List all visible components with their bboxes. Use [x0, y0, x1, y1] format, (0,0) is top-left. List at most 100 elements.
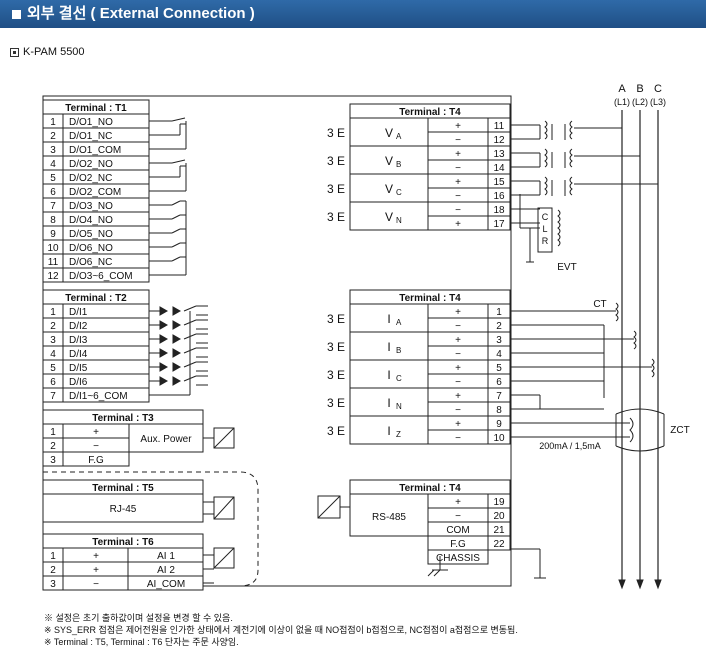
t4i-num: 10 — [493, 433, 505, 444]
t4i-pole: − — [455, 349, 461, 360]
t4i-channel-sub: N — [396, 402, 402, 411]
evt-coil-icon — [569, 176, 573, 196]
t1-contact — [171, 242, 181, 248]
t2-num: 1 — [50, 307, 56, 318]
t2-signal: D/I6 — [69, 377, 88, 388]
t4i-channel-sub: B — [396, 346, 401, 355]
t4i-pole: + — [455, 335, 461, 346]
t4i-num: 6 — [496, 377, 502, 388]
t1-num: 4 — [50, 159, 56, 170]
t4r-num: 22 — [493, 539, 505, 550]
t4v-num: 13 — [493, 149, 505, 160]
t4r-label: RS-485 — [372, 512, 406, 523]
t4v-num: 11 — [494, 121, 505, 132]
t2-signal: D/I2 — [69, 321, 88, 332]
t2-row — [42, 331, 150, 347]
note-3: ※ Terminal : T5, Terminal : T6 단자는 주문 사양… — [44, 637, 239, 647]
t2-row — [42, 359, 150, 375]
t4i-coil-icon: 3 E — [327, 424, 345, 438]
t4r-signal: + — [455, 497, 461, 508]
rs485-icon — [317, 495, 341, 519]
zct-core — [615, 408, 665, 452]
t4v-channel-box — [349, 145, 429, 175]
phase-arrow-icon — [636, 579, 644, 590]
t3-num: 1 — [50, 427, 56, 438]
zct-coil-icon — [629, 417, 634, 443]
t4v-channel: V — [385, 182, 393, 196]
t5-port-icon — [213, 496, 235, 520]
t1-signal: D/O3_NO — [69, 201, 113, 212]
t2-optocoupler — [183, 305, 197, 312]
t1-num: 10 — [47, 243, 59, 254]
t1-signal: D/O5_NO — [69, 229, 113, 240]
t5-label: RJ-45 — [110, 504, 137, 515]
t1-num: 1 — [50, 117, 56, 128]
t4i-coil-icon: 3 E — [327, 340, 345, 354]
t4i-channel: I — [387, 340, 390, 354]
t2-diode-icon — [172, 334, 182, 344]
t4i-channel: I — [387, 368, 390, 382]
t1-contact — [171, 214, 181, 220]
t2-num: 7 — [50, 391, 56, 402]
t4r-signal: − — [455, 511, 461, 522]
t1-contact — [171, 256, 181, 262]
evt-coil-icon — [557, 209, 561, 247]
t4v-title: Terminal : T4 — [399, 107, 461, 118]
t4i-num: 5 — [496, 363, 502, 374]
evt-coil-icon — [569, 148, 573, 168]
zct-label: ZCT — [670, 425, 689, 436]
t3-signal: − — [93, 441, 99, 452]
t4i-channel: I — [387, 396, 390, 410]
t2-num: 3 — [50, 335, 56, 346]
phase-label: A — [618, 83, 626, 95]
t6-pole: − — [93, 579, 99, 590]
t4v-pole: − — [455, 135, 461, 146]
t4i-pole: − — [455, 433, 461, 444]
t3-label: Aux. Power — [140, 434, 192, 445]
t2-diode-icon — [172, 348, 182, 358]
t5-t6-optional-boundary — [43, 471, 259, 587]
ct-coil-icon — [633, 330, 637, 350]
t2-diode-icon — [172, 362, 182, 372]
t4i-channel-box — [349, 331, 429, 361]
clr-letter: R — [542, 236, 549, 246]
t2-num: 6 — [50, 377, 56, 388]
ct-coil-icon — [615, 302, 619, 322]
t1-signal: D/O1_NC — [69, 131, 112, 142]
t3-supply-icon — [213, 427, 235, 449]
t4v-coil-icon: 3 E — [327, 126, 345, 140]
t2-signal: D/I5 — [69, 363, 88, 374]
t4r-title: Terminal : T4 — [399, 483, 461, 494]
t4i-num: 4 — [496, 349, 502, 360]
t4i-pole: + — [455, 419, 461, 430]
t1-title: Terminal : T1 — [65, 103, 127, 114]
section-header: 외부 결선 ( External Connection ) — [0, 0, 706, 28]
t2-row — [42, 373, 150, 389]
t3-signal: + — [93, 427, 99, 438]
t6-sensor-icon — [213, 547, 235, 569]
t1-num: 2 — [50, 131, 56, 142]
t4i-pole: − — [455, 377, 461, 388]
t6-num: 3 — [50, 579, 56, 590]
t4i-num: 7 — [496, 391, 502, 402]
t3-row — [42, 451, 130, 467]
t4v-coil-icon: 3 E — [327, 154, 345, 168]
t4i-channel: I — [387, 424, 390, 438]
t4r-signal: COM — [446, 525, 469, 536]
t6-pole: + — [93, 551, 99, 562]
t4i-pole: + — [455, 363, 461, 374]
t4r-num: 21 — [493, 525, 505, 536]
t4i-channel: I — [387, 312, 390, 326]
t4v-pole: − — [455, 191, 461, 202]
t4r-label-box — [349, 493, 429, 537]
t1-signal: D/O2_NO — [69, 159, 113, 170]
ct-coil-icon — [651, 358, 655, 378]
t1-num: 7 — [50, 201, 56, 212]
t2-signal: D/I4 — [69, 349, 88, 360]
t3-row — [42, 423, 130, 439]
t2-row — [42, 317, 150, 333]
t3-num: 3 — [50, 455, 56, 466]
t2-diode-icon — [159, 306, 169, 316]
t6-num: 1 — [50, 551, 56, 562]
t4i-num: 3 — [496, 335, 502, 346]
